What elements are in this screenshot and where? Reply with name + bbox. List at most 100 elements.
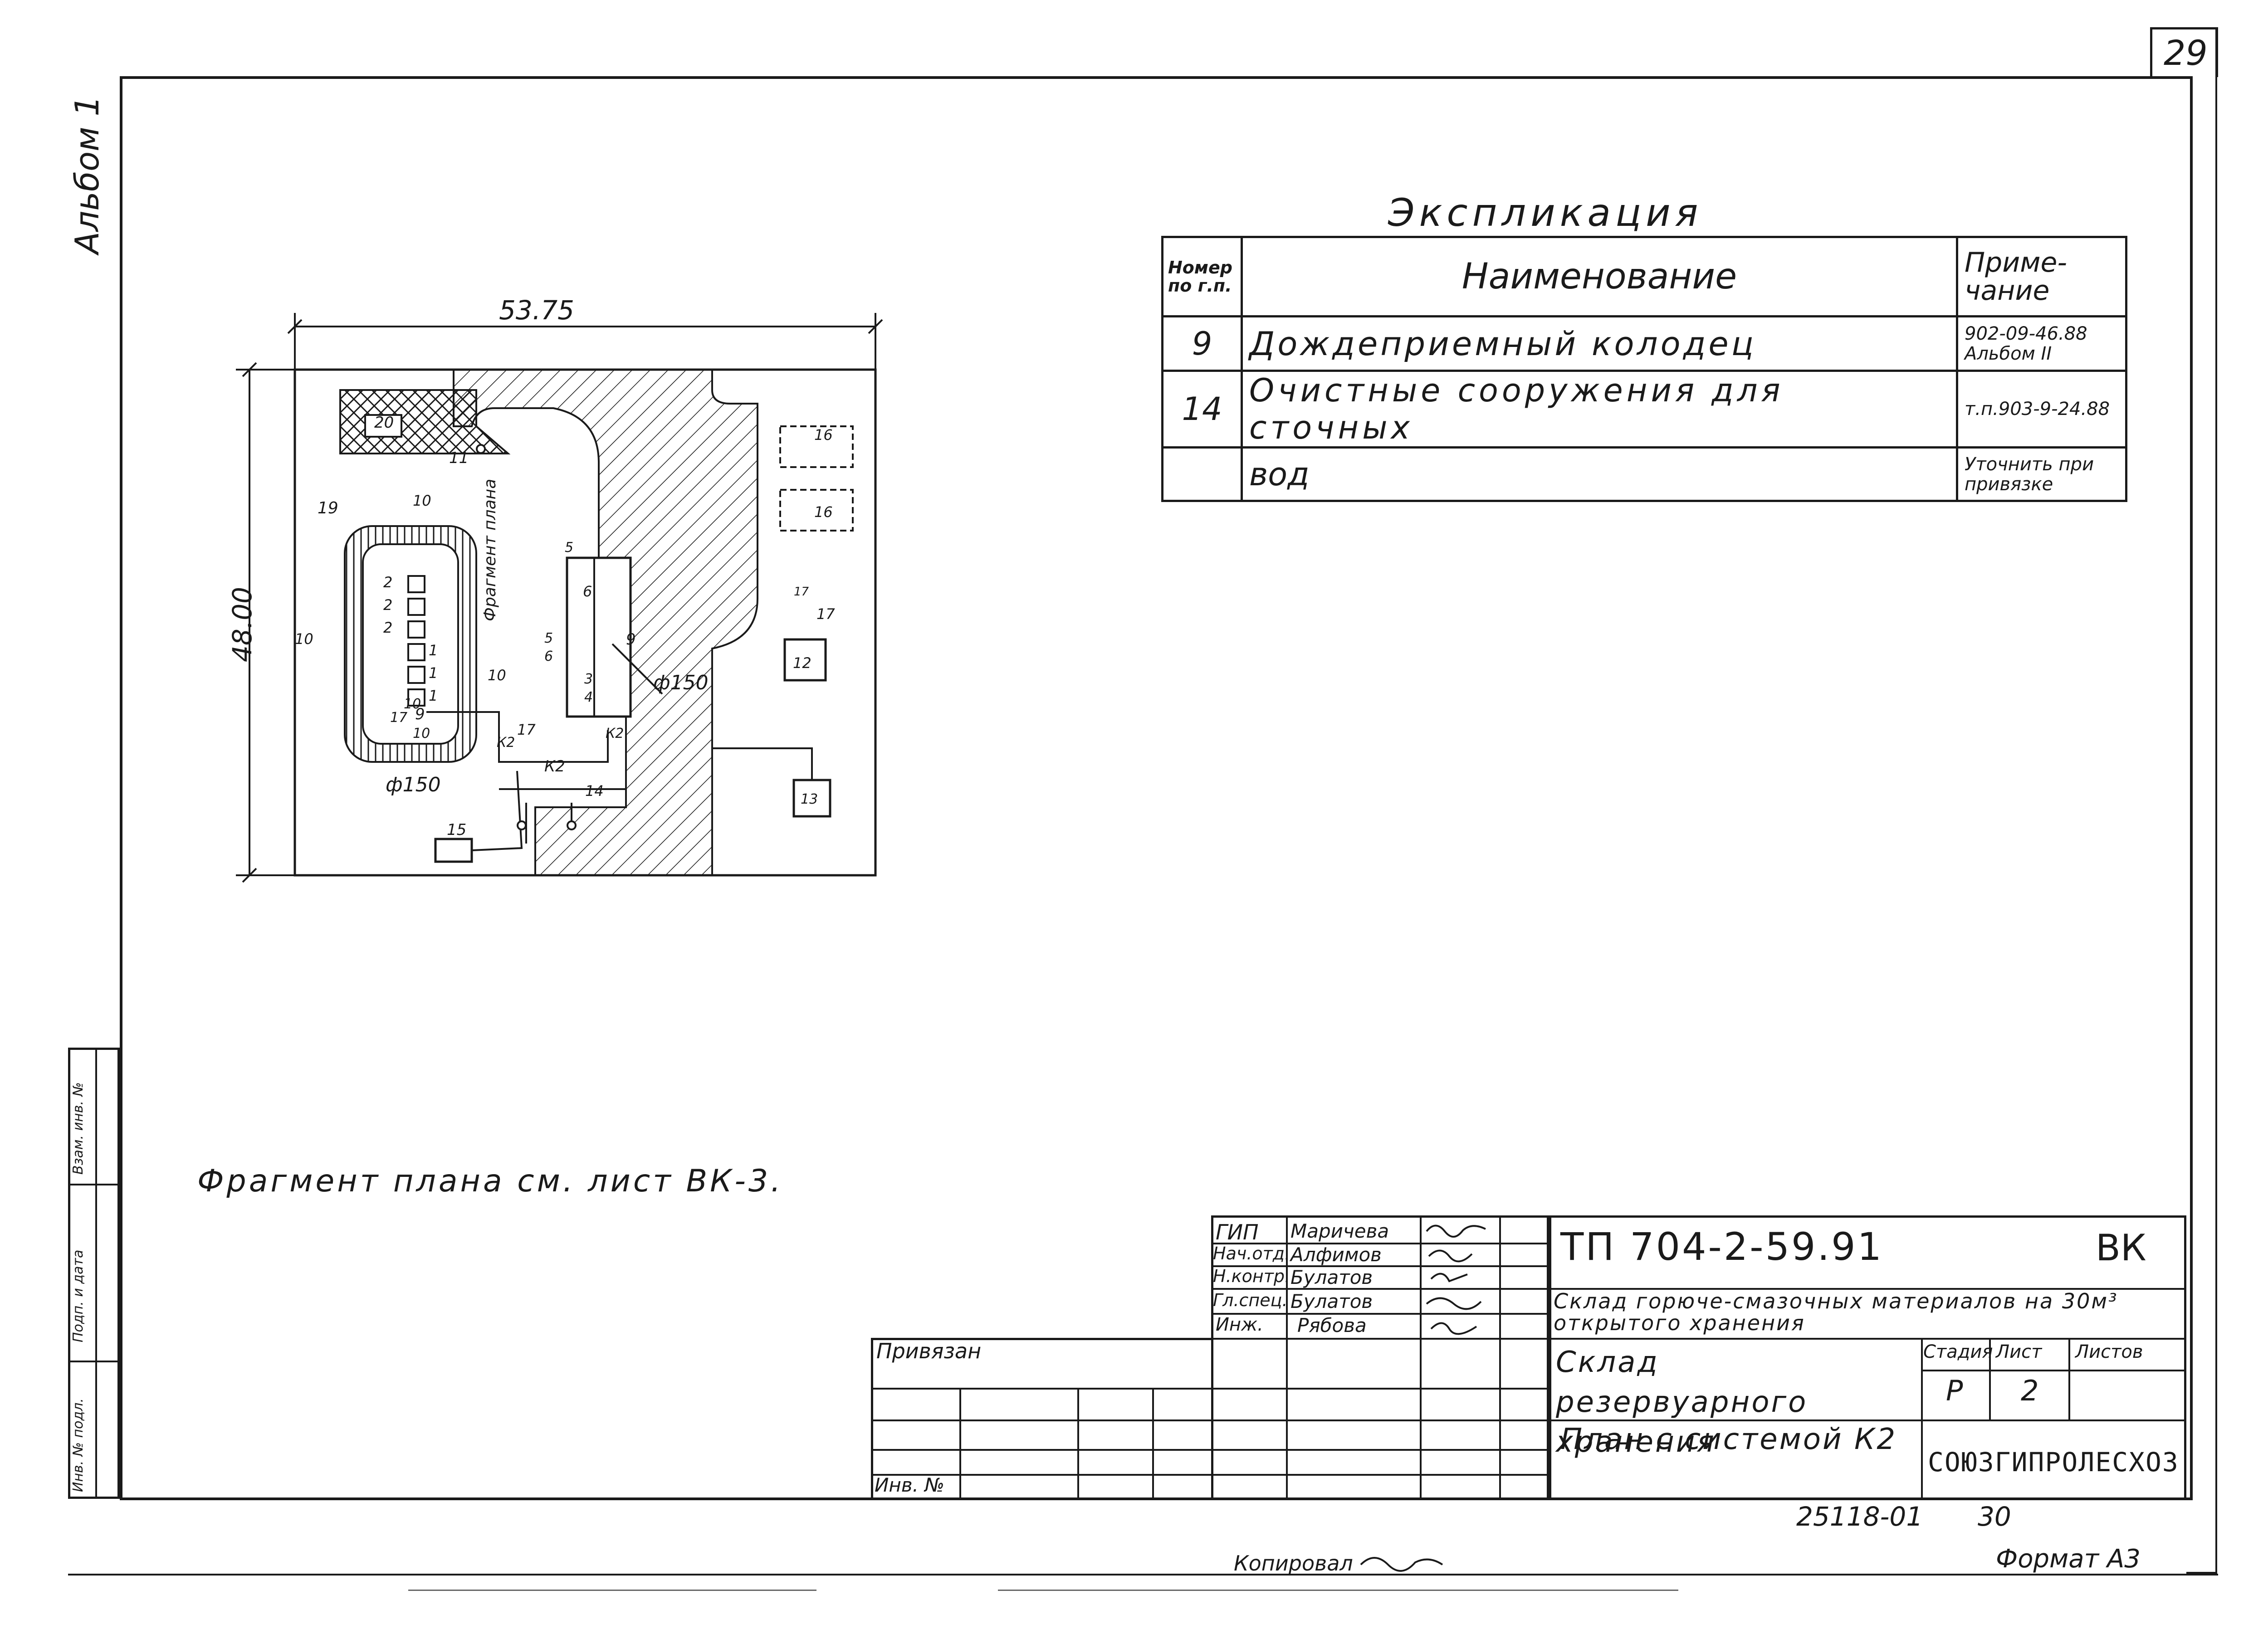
treatment-13	[792, 779, 831, 818]
plan-label-17c: 17	[816, 605, 835, 623]
plan-label-20: 20	[374, 414, 394, 432]
site-plan	[236, 313, 883, 883]
dim-height-label: 48.00	[227, 586, 258, 662]
binding-block	[871, 1338, 1211, 1500]
plan-label-14: 14	[585, 782, 604, 800]
plan-label-10d: 10	[413, 726, 430, 741]
role-head: Нач.отд.	[1213, 1244, 1290, 1263]
building-16a	[779, 425, 854, 468]
plan-label-2a: 2	[383, 574, 393, 591]
project-title: Склад горюче-смазочных материалов на 30м…	[1554, 1289, 2118, 1335]
explication-header-name: Наименование	[1241, 236, 1958, 317]
copied-signature	[1360, 1557, 1443, 1572]
order-number: 25118-01	[1796, 1501, 1923, 1532]
plan-label-11: 11	[449, 449, 469, 467]
plan-label-k2c: К2	[606, 726, 624, 741]
copied-label: Копировал	[1234, 1551, 1353, 1575]
building-20	[364, 414, 402, 438]
tanks	[407, 575, 425, 707]
plan-label-16a: 16	[814, 426, 833, 444]
explication-header-number: Номер по г.п.	[1161, 236, 1243, 317]
plan-label-10b: 10	[295, 630, 313, 648]
side-stamp-label-2: Подп. и дата	[70, 1249, 86, 1342]
table-row: 9 Дождеприемный колодец 902-09-46.88 Аль…	[1161, 315, 2127, 372]
side-stamp-label-3: Инв. № подл.	[70, 1398, 86, 1492]
title-block	[1549, 1215, 2186, 1500]
plan-label-13: 13	[801, 791, 818, 807]
plan-label-12: 12	[793, 654, 811, 672]
name-eng: Рябова	[1297, 1314, 1367, 1336]
stage-label: Стадия	[1923, 1341, 1993, 1362]
sheet-title: План с системой К2	[1560, 1423, 1897, 1456]
plan-label-9a: 9	[415, 705, 425, 723]
plan-label-10e: 10	[404, 696, 421, 712]
sheet-label: Лист	[1996, 1341, 2042, 1362]
plan-label-k2b: К2	[544, 757, 565, 776]
role-chief: Гл.спец.	[1213, 1290, 1288, 1310]
role-control: Н.контр.	[1213, 1266, 1290, 1286]
signatures	[1426, 1224, 1486, 1335]
organization: СОЮЗГИПРОЛЕСХОЗ	[1928, 1447, 2179, 1478]
pipe-label-left: ф150	[386, 773, 441, 796]
inv-no-label: Инв. №	[875, 1474, 945, 1496]
side-stamp-label-1: Взам. инв. №	[70, 1082, 86, 1175]
fragment-plan-label: Фрагмент плана	[481, 478, 499, 621]
name-head: Алфимов	[1290, 1244, 1382, 1266]
plan-label-6b: 6	[544, 649, 553, 664]
roles-block	[1211, 1215, 1549, 1500]
structure-15	[434, 838, 473, 863]
plan-label-1a: 1	[429, 642, 438, 659]
album-label: Альбом 1	[68, 95, 106, 254]
plan-label-5a: 5	[565, 540, 574, 556]
plan-label-1c: 1	[429, 687, 438, 704]
sewer-lines	[426, 643, 663, 851]
doc-mark: ВК	[2096, 1227, 2146, 1269]
explication-header-note: Приме- чание	[1956, 236, 2127, 317]
table-row: вод Уточнить при привязке	[1161, 446, 2127, 502]
plan-label-16b: 16	[814, 503, 833, 521]
plan-label-2c: 2	[383, 619, 393, 636]
sheets-label: Листов	[2075, 1341, 2143, 1362]
order-sheet: 30	[1978, 1501, 2011, 1532]
plan-label-1b: 1	[429, 664, 438, 682]
stage-value: Р	[1946, 1374, 1963, 1407]
sheet-value: 2	[2021, 1374, 2039, 1407]
object-title: Склад резервуарного хранения	[1556, 1346, 1808, 1459]
building-16b	[779, 489, 854, 532]
doc-code: ТП 704-2-59.91	[1560, 1224, 1884, 1269]
plan-label-19: 19	[318, 499, 338, 517]
pipe-label-right: ф150	[653, 671, 709, 694]
dim-width-label: 53.75	[499, 295, 575, 326]
dimension-height	[236, 362, 295, 883]
side-stamp	[68, 1048, 120, 1499]
role-gip: ГИП	[1216, 1220, 1259, 1244]
plan-label-3: 3	[584, 671, 593, 687]
well-12	[783, 638, 827, 682]
format-label: Формат А3	[1996, 1544, 2141, 1574]
plan-label-15: 15	[447, 821, 467, 839]
dimension-width	[287, 313, 883, 372]
plan-label-6a: 6	[583, 583, 592, 600]
pump-building	[566, 556, 632, 718]
page-number-box	[2150, 27, 2218, 77]
plan-label-k2a: К2	[497, 735, 515, 751]
plan-label-5b: 5	[544, 630, 553, 646]
plan-label-17d: 17	[794, 585, 809, 599]
plan-label-10a: 10	[413, 492, 431, 509]
plan-label-2b: 2	[383, 596, 393, 614]
plan-label-9b: 9	[626, 630, 636, 649]
plan-label-10c: 10	[488, 667, 506, 684]
explication-title: Экспликация	[1388, 190, 1703, 235]
scan-line	[408, 1590, 816, 1591]
plan-label-4: 4	[584, 689, 593, 705]
table-row: 14 Очистные сооружения для сточных т.п.9…	[1161, 370, 2127, 449]
role-eng: Инж.	[1216, 1314, 1263, 1335]
page-number: 29	[2164, 33, 2208, 73]
scan-line	[998, 1590, 1678, 1591]
name-chief: Булатов	[1290, 1290, 1373, 1312]
fragment-note: Фрагмент плана см. лист ВК-3.	[197, 1163, 783, 1199]
plan-label-17b: 17	[517, 721, 536, 738]
name-gip: Маричева	[1290, 1220, 1389, 1242]
bottom-trim-line	[68, 1574, 2218, 1575]
explication-table: Номер по г.п. Наименование Приме- чание …	[1161, 236, 2127, 502]
